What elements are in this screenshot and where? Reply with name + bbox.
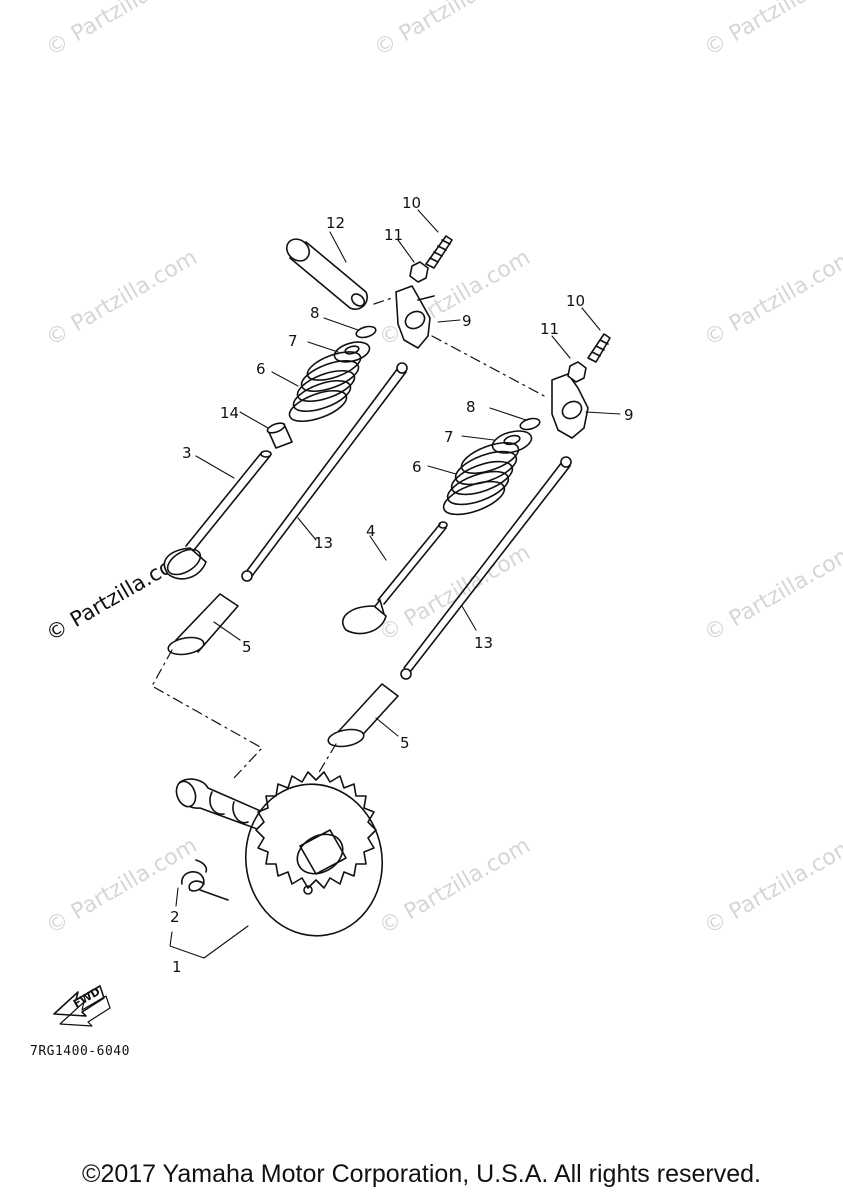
push-rod-right bbox=[400, 456, 572, 680]
adjusting-screw-left bbox=[425, 235, 453, 269]
callout-5: 5 bbox=[242, 638, 252, 656]
callout-1: 1 bbox=[172, 958, 182, 976]
decompression-spring bbox=[181, 859, 229, 901]
rocker-arm-left bbox=[395, 285, 435, 349]
camshaft bbox=[175, 778, 273, 831]
valve-spring-left bbox=[288, 351, 362, 423]
callout-6: 6 bbox=[256, 360, 266, 378]
fwd-arrow-icon bbox=[53, 985, 111, 1027]
callout-9: 9 bbox=[462, 312, 472, 330]
callout-7: 7 bbox=[444, 428, 454, 446]
exhaust-valve bbox=[341, 521, 448, 635]
callout-13: 13 bbox=[314, 534, 333, 552]
valve-lifter-right bbox=[327, 683, 399, 748]
callout-8: 8 bbox=[466, 398, 476, 416]
cam-gear bbox=[244, 771, 384, 937]
alignment-lines bbox=[151, 297, 549, 779]
spring-retainer-right bbox=[491, 430, 533, 454]
diagram-code: 7RG1400-6040 bbox=[30, 1044, 130, 1059]
callout-5: 5 bbox=[400, 734, 410, 752]
callout-12: 12 bbox=[326, 214, 345, 232]
copyright-notice: ©2017 Yamaha Motor Corporation, U.S.A. A… bbox=[82, 1160, 761, 1188]
leader-lines bbox=[169, 209, 621, 959]
callout-11: 11 bbox=[384, 226, 403, 244]
rocker-arm-right bbox=[551, 373, 589, 439]
callouts: 12 10 11 8 9 7 6 14 3 10 11 8 9 7 6 13 4… bbox=[170, 194, 634, 976]
lock-nut-right bbox=[567, 361, 587, 383]
callout-9: 9 bbox=[624, 406, 634, 424]
callout-4: 4 bbox=[366, 522, 376, 540]
callout-11: 11 bbox=[540, 320, 559, 338]
callout-13: 13 bbox=[474, 634, 493, 652]
callout-10: 10 bbox=[402, 194, 421, 212]
callout-6: 6 bbox=[412, 458, 422, 476]
callout-8: 8 bbox=[310, 304, 320, 322]
valve-lifter-left bbox=[167, 593, 239, 656]
valve-stem-seal bbox=[266, 422, 293, 449]
callout-2: 2 bbox=[170, 908, 180, 926]
valve-cotter-left bbox=[355, 325, 377, 339]
intake-valve bbox=[163, 450, 272, 580]
valve-spring-right bbox=[442, 441, 520, 516]
callout-10: 10 bbox=[566, 292, 585, 310]
lock-nut-left bbox=[409, 261, 429, 283]
push-rod-left bbox=[241, 362, 408, 582]
callout-7: 7 bbox=[288, 332, 298, 350]
adjusting-screw-right bbox=[587, 333, 611, 363]
rocker-shaft bbox=[285, 238, 368, 310]
callout-3: 3 bbox=[182, 444, 192, 462]
valve-cotter-right bbox=[519, 417, 541, 431]
callout-14: 14 bbox=[220, 404, 239, 422]
